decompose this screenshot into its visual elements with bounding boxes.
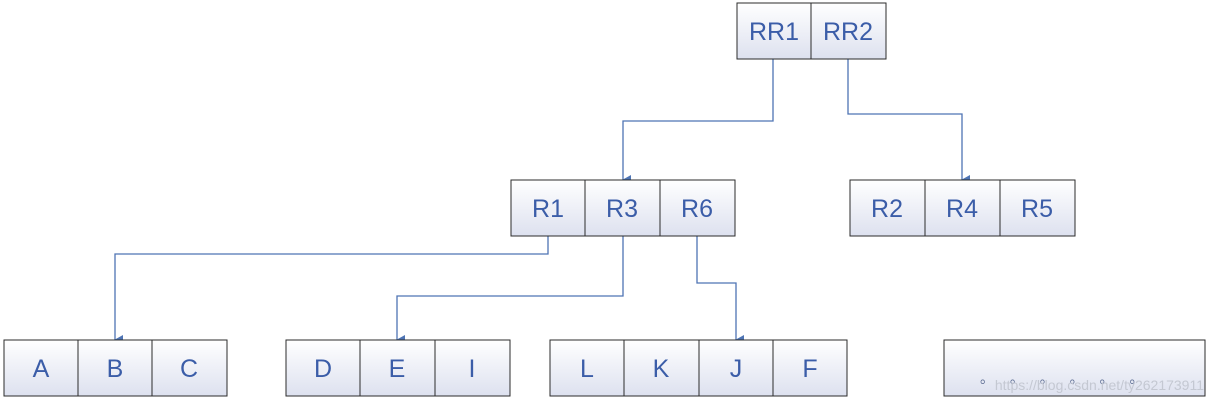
ellipsis-box	[943, 339, 1206, 397]
ellipsis-dots: 。 。 。 。 。 。	[980, 370, 1149, 386]
inner-node-right: R2 R4 R5	[849, 179, 1076, 237]
node-cell-l	[549, 339, 625, 397]
cell-label-r5: R5	[1021, 195, 1053, 223]
cell-label-rr1: RR1	[749, 18, 799, 46]
node-cell-f	[772, 339, 848, 397]
cell-label-j: J	[730, 355, 743, 383]
cell-label-e: E	[389, 355, 406, 383]
cell-label-r6: R6	[681, 195, 713, 223]
node-cell-e	[359, 339, 436, 397]
node-cell-i	[434, 339, 511, 397]
cell-label-rr2: RR2	[823, 18, 873, 46]
connector-r3-to-leaf-2	[396, 236, 624, 345]
node-cell-j	[698, 339, 774, 397]
cell-label-k: K	[653, 355, 670, 383]
node-cell-c	[151, 339, 228, 397]
node-cell-rr1	[736, 2, 812, 60]
cell-label-r3: R3	[606, 195, 638, 223]
node-cell-a	[3, 339, 79, 397]
leaf-node-1: A B C	[3, 339, 228, 397]
cell-label-r1: R1	[532, 195, 564, 223]
cell-label-d: D	[314, 355, 332, 383]
cell-label-r2: R2	[871, 195, 903, 223]
watermark: https://blog.csdn.net/ty262173911	[995, 377, 1204, 393]
connectors	[114, 59, 970, 345]
leaf-node-2: D E I	[285, 339, 511, 397]
connector-r1-to-leaf-1	[114, 236, 549, 345]
connector-r6-to-leaf-3	[696, 236, 744, 345]
root-node: RR1 RR2	[736, 2, 887, 60]
inner-node-left: R1 R3 R6	[510, 179, 736, 237]
cell-label-i: I	[469, 355, 476, 383]
node-cell-r2	[849, 179, 926, 237]
cell-label-l: L	[580, 355, 594, 383]
node-cell-r6	[659, 179, 736, 237]
node-cell-r5	[999, 179, 1076, 237]
cell-label-b: B	[107, 355, 124, 383]
connector-rr2-to-inner-right	[847, 59, 970, 185]
cell-label-a: A	[33, 355, 50, 383]
node-cell-r3	[584, 179, 661, 237]
node-cell-k	[623, 339, 700, 397]
connector-rr1-to-inner-left	[622, 59, 774, 185]
node-cell-r1	[510, 179, 586, 237]
node-cell-rr2	[810, 2, 887, 60]
leaf-node-3: L K J F	[549, 339, 848, 397]
leaf-node-ellipsis: 。 。 。 。 。 。 https://blog.csdn.net/ty2621…	[943, 339, 1206, 397]
cell-label-f: F	[802, 355, 817, 383]
node-cell-r4	[924, 179, 1001, 237]
cell-label-c: C	[180, 355, 198, 383]
cell-label-r4: R4	[946, 195, 978, 223]
